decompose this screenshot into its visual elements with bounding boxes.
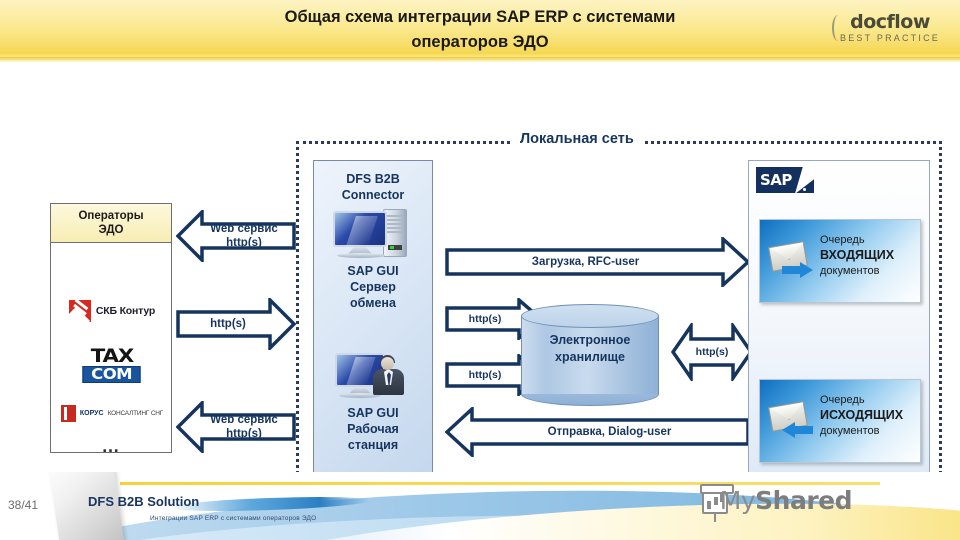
sap-gui-server-caption: SAP GUI Сервер обмена: [314, 263, 432, 311]
database-body: [521, 316, 659, 394]
docflow-logo: docflow BEST PRACTICE: [830, 12, 950, 52]
dfs-title-line2: Connector: [341, 188, 405, 202]
sap-logo-icon: SAP: [756, 167, 814, 193]
outgoing-line3: документов: [820, 425, 880, 437]
slide-canvas: Локальная сеть Операторы ЭДО СКБ Контур …: [0, 62, 960, 510]
workstation-user-icon: [333, 351, 413, 401]
local-network-label: Локальная сеть: [510, 131, 644, 147]
docflow-logo-text: docflow: [850, 11, 930, 33]
database-top-ellipse: [521, 304, 659, 328]
sap-system-panel: SAP Очередь ВХОДЯЩИХ документов: [748, 160, 930, 497]
arrow-web-service-bottom: Web сервис http(s): [176, 401, 296, 453]
taxcom-logo-top: TAX: [90, 344, 135, 367]
server-led: [388, 245, 402, 250]
incoming-queue-label: Очередь ВХОДЯЩИХ документов: [820, 233, 916, 279]
workstation-glare: [346, 357, 376, 385]
electronic-storage-label: Электронное хранилище: [521, 332, 659, 366]
docflow-logo-subtitle: BEST PRACTICE: [840, 33, 940, 43]
incoming-documents-queue[interactable]: Очередь ВХОДЯЩИХ документов: [759, 219, 921, 303]
envelope-outgoing-icon: [768, 400, 816, 442]
monitor-screen: [333, 211, 387, 247]
operators-panel-header: Операторы ЭДО: [51, 204, 171, 243]
docflow-swoosh-icon: [832, 15, 844, 41]
arrow-web-service-top: Web сервис http(s): [176, 210, 296, 262]
storage-line2: хранилище: [555, 350, 625, 364]
outgoing-line1: Очередь: [820, 394, 865, 406]
slide-footer: 38/41 DFS B2B Solution Интеграции SAP ER…: [0, 472, 960, 540]
operator-name-skb: СКБ Контур: [95, 305, 156, 317]
footer-brand-subtitle: Интеграции SAP ERP с системами операторо…: [150, 515, 317, 522]
workstation-base: [339, 393, 381, 398]
myshared-watermark: MyShared: [719, 486, 853, 515]
myshared-presentation-icon: [700, 484, 734, 514]
sap-gui-server-icon-wrap: [314, 203, 432, 263]
taxcom-logo-bottom: COM: [82, 365, 142, 383]
electronic-storage-database: Электронное хранилище: [521, 304, 659, 406]
dfs-server-line2: Сервер: [350, 280, 396, 294]
incoming-line1: Очередь: [820, 234, 865, 246]
arrow-load-rfc-user: Загрузка, RFC-user: [445, 237, 750, 287]
list-item: СКБ Контур: [51, 298, 173, 324]
dfs-ws-line1: SAP GUI: [347, 406, 399, 420]
page-title-line1: Общая схема интеграции SAP ERP с система…: [284, 8, 676, 26]
user-tie-icon: [387, 372, 391, 385]
user-head-icon: [381, 357, 394, 370]
envelope-incoming-icon: [768, 240, 816, 282]
korus-logo-icon: [60, 404, 76, 422]
incoming-line2: ВХОДЯЩИХ: [820, 248, 895, 262]
operators-ellipsis: …: [101, 436, 123, 456]
footer-gold-rule: [120, 482, 880, 485]
arrow-https-operators: http(s): [176, 298, 296, 350]
sap-logo-registered-dot: [803, 188, 806, 191]
page-title: Общая схема интеграции SAP ERP с система…: [120, 5, 840, 55]
server-computer-icon: [333, 209, 413, 259]
dfs-connector-title: DFS B2B Connector: [314, 171, 432, 203]
dfs-server-line3: обмена: [350, 296, 396, 310]
outgoing-queue-label: Очередь ИСХОДЯЩИХ документов: [820, 393, 916, 439]
arrow-https-storage-sap: http(s): [671, 323, 753, 381]
myshared-bold: Shared: [755, 486, 852, 515]
outgoing-documents-queue[interactable]: Очередь ИСХОДЯЩИХ документов: [759, 379, 921, 463]
dfs-title-line1: DFS B2B: [346, 172, 400, 186]
server-slots: [387, 215, 403, 217]
sap-gui-workstation-caption: SAP GUI Рабочая станция: [314, 405, 432, 453]
operator-name-korus-rest: КОНСАЛТИНГ СНГ: [107, 409, 164, 417]
page-number: 38/41: [8, 498, 39, 512]
operators-list: СКБ Контур TAX COM КОРУС КОНСАЛТИНГ СНГ …: [51, 243, 173, 456]
myshared-icon-leg: [714, 514, 716, 522]
arrow-right-blue-icon: [782, 262, 813, 278]
slide-header: Общая схема интеграции SAP ERP с система…: [0, 0, 960, 62]
myshared-pre: My: [719, 486, 756, 515]
list-item: КОРУС КОНСАЛТИНГ СНГ: [51, 403, 173, 423]
arrow-send-dialog-user: Отправка, Dialog-user: [445, 407, 750, 457]
storage-line1: Электронное: [549, 333, 631, 347]
dfs-ws-line2: Рабочая: [347, 422, 399, 436]
dfs-ws-line3: станция: [347, 438, 399, 452]
dfs-server-line1: SAP GUI: [347, 264, 399, 278]
incoming-line3: документов: [820, 265, 880, 277]
page-title-line2: операторов ЭДО: [411, 33, 549, 51]
monitor-base: [337, 253, 385, 258]
operator-name-korus-bold: КОРУС: [79, 409, 104, 417]
monitor-stand: [347, 247, 373, 255]
monitor-glare: [346, 216, 378, 246]
dfs-b2b-connector-panel: DFS B2B Connector SAP GUI Сервер обмена: [313, 160, 433, 497]
sap-gui-workstation-icon-wrap: [314, 345, 432, 405]
arrow-left-blue-icon: [782, 422, 813, 438]
operators-header-line2: ЭДО: [98, 224, 124, 236]
sap-logo-text: SAP: [760, 171, 792, 189]
outgoing-line2: ИСХОДЯЩИХ: [820, 408, 904, 422]
workstation-stand: [349, 387, 371, 394]
operators-header-line1: Операторы: [78, 210, 144, 222]
operators-panel: Операторы ЭДО СКБ Контур TAX COM КОРУС К…: [50, 203, 173, 456]
skb-kontur-logo-icon: [68, 300, 91, 322]
footer-brand-title: DFS B2B Solution: [88, 494, 200, 509]
list-item: TAX COM: [51, 344, 173, 383]
